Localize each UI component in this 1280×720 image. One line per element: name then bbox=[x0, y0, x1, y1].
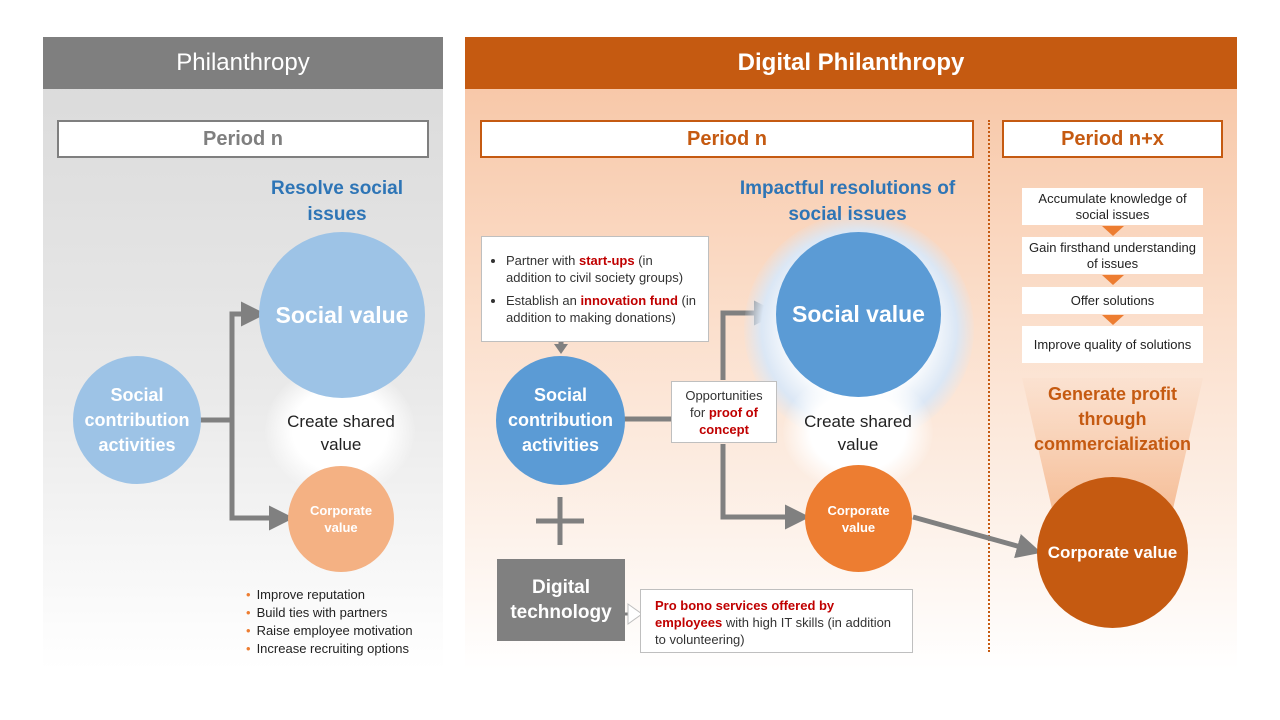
right-social-value-circle: Social value bbox=[776, 232, 941, 397]
right-period-nx-label: Period n+x bbox=[1002, 120, 1223, 158]
left-create-shared-value: Create shared value bbox=[287, 412, 395, 454]
right-impactful-heading: Impactful resolutions of social issues bbox=[739, 178, 956, 225]
right-create-shared-value: Create shared value bbox=[804, 412, 912, 454]
benefit-item: Improve reputation bbox=[246, 586, 413, 604]
left-benefits-list: Improve reputation Build ties with partn… bbox=[246, 586, 413, 658]
step-accumulate-knowledge: Accumulate knowledge of social issues bbox=[1022, 188, 1203, 225]
callout-item-startups: Partner with start-ups (in addition to c… bbox=[506, 252, 700, 286]
left-period-label: Period n bbox=[57, 120, 429, 158]
step-improve-quality: Improve quality of solutions bbox=[1022, 326, 1203, 363]
right-period-n-label: Period n bbox=[480, 120, 974, 158]
pro-bono-callout: Pro bono services offered by employees w… bbox=[640, 589, 913, 653]
callout-pointer-tip bbox=[554, 344, 568, 354]
left-resolve-heading: Resolve social issues bbox=[270, 178, 404, 225]
left-corporate-value-circle: Corporate value bbox=[288, 466, 394, 572]
step-arrow-icon bbox=[1102, 275, 1124, 285]
benefit-item: Build ties with partners bbox=[246, 604, 413, 622]
arrow-to-final-corporate-value bbox=[912, 514, 1042, 559]
period-divider bbox=[988, 120, 990, 652]
callout-item-innovation-fund: Establish an innovation fund (in additio… bbox=[506, 292, 700, 326]
philanthropy-header: Philanthropy bbox=[43, 37, 443, 89]
step-offer-solutions: Offer solutions bbox=[1022, 287, 1203, 314]
step-arrow-icon bbox=[1102, 226, 1124, 236]
digital-technology-box: Digital technology bbox=[497, 559, 625, 641]
right-arrow-to-corporate-value bbox=[720, 444, 810, 530]
left-arrow-to-social-value bbox=[229, 301, 266, 518]
step-gain-understanding: Gain firsthand understanding of issues bbox=[1022, 237, 1203, 274]
proof-of-concept-box: Opportunities for proof of concept bbox=[671, 381, 777, 443]
left-social-value-circle: Social value bbox=[259, 232, 425, 398]
right-corporate-value-circle: Corporate value bbox=[805, 465, 912, 572]
step-arrow-icon bbox=[1102, 315, 1124, 325]
generate-profit-label: Generate profit through commercializatio… bbox=[1033, 384, 1192, 454]
left-arrow-to-corporate-value bbox=[229, 420, 294, 531]
digital-philanthropy-header: Digital Philanthropy bbox=[465, 37, 1237, 89]
benefit-item: Increase recruiting options bbox=[246, 640, 413, 658]
final-corporate-value-circle: Corporate value bbox=[1037, 477, 1188, 628]
left-social-contribution-circle: Social contribution activities bbox=[73, 356, 201, 484]
benefit-item: Raise employee motivation bbox=[246, 622, 413, 640]
partnership-callout: Partner with start-ups (in addition to c… bbox=[481, 236, 709, 342]
right-social-contribution-circle: Social contribution activities bbox=[496, 356, 625, 485]
